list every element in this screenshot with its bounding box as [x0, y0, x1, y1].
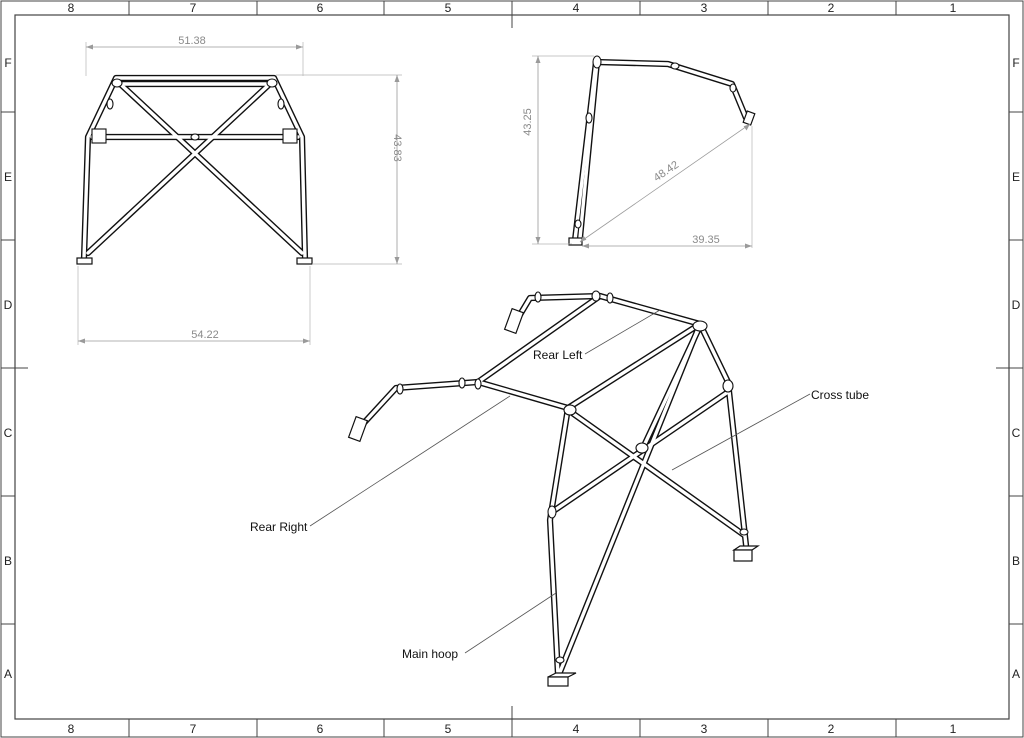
front-dim-top-width-value: 51.38: [178, 35, 206, 47]
zone-row-right-E: E: [1012, 170, 1020, 184]
front-view: 51.38 43.83 54.22: [76, 35, 403, 345]
front-view-base-plates: [76, 257, 313, 265]
zone-col-top-6: 6: [317, 1, 324, 15]
side-dim-diagonal-value: 48.42: [652, 159, 682, 184]
zone-col-bottom-4: 4: [573, 722, 580, 736]
zone-row-left-D: D: [4, 298, 13, 312]
zone-row-left-B: B: [4, 554, 12, 568]
zone-col-bottom-7: 7: [190, 722, 197, 736]
isometric-joints: [396, 290, 749, 664]
zone-row-left-F: F: [4, 56, 11, 70]
callout-cross-tube-label: Cross tube: [811, 388, 869, 402]
callout-rear-right: Rear Right: [250, 395, 511, 534]
front-view-tubes: [80, 74, 309, 262]
zone-row-right-B: B: [1012, 554, 1020, 568]
callout-rear-left-label: Rear Left: [533, 348, 583, 362]
zone-row-left-C: C: [4, 426, 13, 440]
zone-col-top-3: 3: [701, 1, 708, 15]
zone-col-bottom-5: 5: [445, 722, 452, 736]
zone-col-top-7: 7: [190, 1, 197, 15]
callout-main-hoop: Main hoop: [402, 592, 557, 661]
callout-rear-right-label: Rear Right: [250, 520, 308, 534]
side-dim-length-value: 39.35: [692, 234, 720, 246]
front-dim-top-width: 51.38: [85, 35, 304, 76]
zone-row-right-C: C: [1012, 426, 1021, 440]
zone-column-labels-top: 8 7 6 5 4 3 2 1: [68, 1, 957, 15]
isometric-base-plates: [347, 307, 760, 687]
zone-col-bottom-3: 3: [701, 722, 708, 736]
front-view-joints: [91, 78, 298, 144]
zone-row-right-F: F: [1012, 56, 1019, 70]
front-dim-bottom-width-value: 54.22: [191, 329, 219, 341]
isometric-tubes: [358, 292, 750, 679]
side-dim-diagonal: 48.42: [579, 123, 751, 243]
zone-col-top-1: 1: [950, 1, 957, 15]
zone-col-bottom-1: 1: [950, 722, 957, 736]
zone-row-labels-right: F E D C B A: [1012, 56, 1021, 681]
zone-col-bottom-8: 8: [68, 722, 75, 736]
zone-col-bottom-2: 2: [828, 722, 835, 736]
front-dim-bottom-width: 54.22: [77, 266, 311, 345]
side-view-base-plates: [568, 110, 756, 246]
callout-cross-tube: Cross tube: [671, 388, 869, 471]
front-dim-height: 43.83: [276, 74, 403, 265]
front-dim-height-value: 43.83: [391, 134, 403, 162]
side-view-tubes: [571, 58, 750, 244]
zone-col-top-2: 2: [828, 1, 835, 15]
side-dim-height-value: 43.25: [522, 108, 534, 136]
side-view: 43.25 48.42 39.35: [522, 55, 756, 249]
callout-main-hoop-label: Main hoop: [402, 647, 458, 661]
zone-row-left-E: E: [4, 170, 12, 184]
zone-col-bottom-6: 6: [317, 722, 324, 736]
zone-row-right-D: D: [1012, 298, 1021, 312]
side-dim-length: 39.35: [582, 126, 753, 249]
isometric-view: Rear Left Cross tube Rear Right Main hoo…: [250, 290, 869, 687]
side-view-joints: [574, 55, 737, 229]
zone-row-labels-left: F E D C B A: [4, 56, 13, 681]
side-dim-height: 43.25: [522, 55, 594, 245]
zone-col-top-4: 4: [573, 1, 580, 15]
callout-rear-left: Rear Left: [533, 309, 661, 362]
zone-column-labels-bottom: 8 7 6 5 4 3 2 1: [68, 722, 957, 736]
zone-row-left-A: A: [4, 667, 12, 681]
zone-col-top-5: 5: [445, 1, 452, 15]
zone-col-top-8: 8: [68, 1, 75, 15]
zone-row-right-A: A: [1012, 667, 1020, 681]
